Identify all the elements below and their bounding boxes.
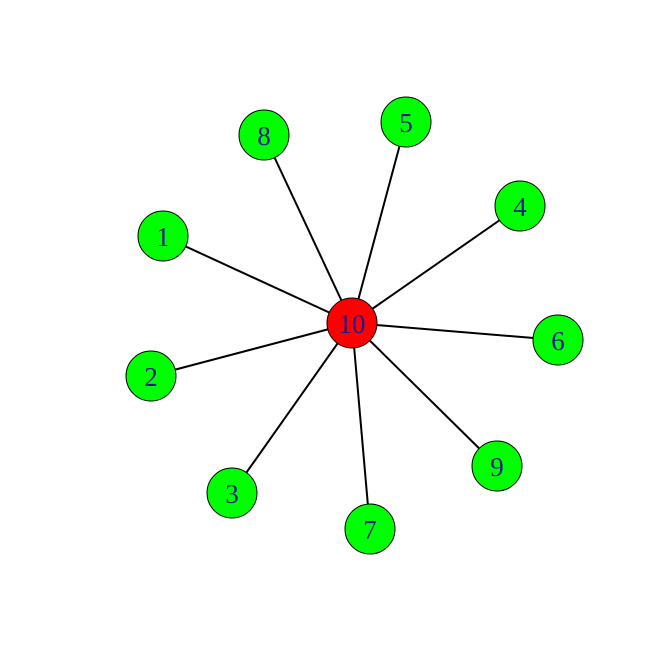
node-circle [326, 297, 378, 349]
node-label: 5 [399, 108, 413, 138]
edge-10-9 [351, 322, 498, 467]
node-9: 9 [471, 440, 523, 492]
node-label: 6 [551, 326, 565, 356]
node-circle [494, 180, 546, 232]
node-8: 8 [238, 109, 290, 161]
edge-10-7 [351, 322, 371, 530]
node-label: 8 [257, 121, 271, 151]
node-label: 9 [490, 452, 504, 482]
node-4: 4 [494, 180, 546, 232]
node-circle [206, 467, 258, 519]
edges-layer [150, 121, 559, 530]
nodes-layer: 1 2 3 4 5 6 7 8 9 10 [125, 96, 584, 555]
edge-10-4 [351, 205, 521, 324]
node-circle [137, 210, 189, 262]
node-label: 1 [156, 222, 170, 252]
node-label: 4 [513, 192, 527, 222]
node-label: 2 [144, 362, 158, 392]
node-5: 5 [380, 96, 432, 148]
edge-10-6 [351, 322, 559, 341]
node-circle [532, 314, 584, 366]
node-10: 10 [326, 297, 378, 349]
node-3: 3 [206, 467, 258, 519]
edge-10-3 [231, 322, 353, 494]
node-label: 7 [363, 515, 377, 545]
node-label: 10 [339, 309, 366, 339]
edge-10-5 [351, 121, 407, 324]
node-circle [471, 440, 523, 492]
node-7: 7 [344, 503, 396, 555]
node-2: 2 [125, 350, 177, 402]
node-circle [125, 350, 177, 402]
edge-10-8 [263, 134, 353, 324]
edge-10-2 [150, 322, 353, 377]
node-circle [380, 96, 432, 148]
node-circle [238, 109, 290, 161]
edge-10-1 [162, 235, 353, 324]
node-1: 1 [137, 210, 189, 262]
node-label: 3 [225, 479, 239, 509]
node-circle [344, 503, 396, 555]
node-6: 6 [532, 314, 584, 366]
